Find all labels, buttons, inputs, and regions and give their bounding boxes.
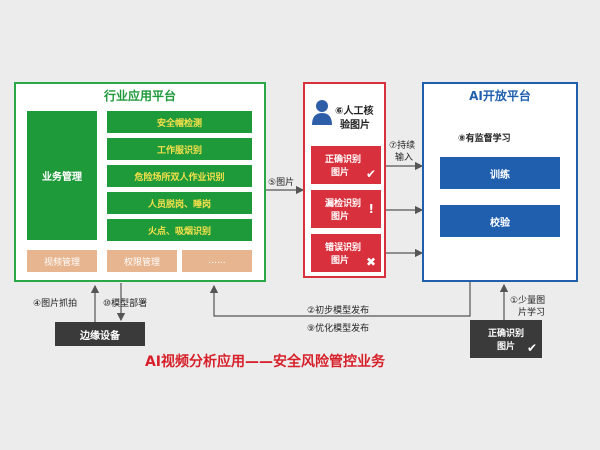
review-card-wrong: 错误识别 图片 ✖ (311, 234, 381, 272)
supervised-learning-label: ⑧有监督学习 (458, 134, 511, 144)
review-card-missed: 漏检识别 图片 ! (311, 190, 381, 228)
correct-images-box: 正确识别 图片 ✔ (470, 320, 542, 358)
review-card-correct: 正确识别 图片 ✔ (311, 146, 381, 184)
review-card-line1: 正确识别 (325, 155, 362, 165)
check-icon: ✔ (526, 341, 537, 355)
person-icon (311, 98, 333, 126)
verify-box: 校验 (440, 205, 560, 237)
step10-label: ⑩模型部署 (103, 299, 148, 309)
feature-item: 安全帽检测 (107, 111, 252, 133)
review-card-line2: 图片 (331, 256, 350, 266)
diagram-caption: AI视频分析应用——安全风险管控业务 (144, 354, 386, 370)
more-box: ...... (182, 250, 252, 272)
permission-mgmt-box: 权限管理 (107, 250, 177, 272)
step7-label-line2: 输入 (395, 153, 414, 163)
industry-platform-title: 行业应用平台 (103, 89, 176, 103)
check-icon: ✔ (365, 167, 376, 181)
feature-item: 工作服识别 (107, 138, 252, 160)
feature-item: 危险场所双人作业识别 (107, 165, 252, 187)
step9-label: ⑨优化模型发布 (307, 324, 370, 334)
review-card-line2: 图片 (331, 212, 350, 222)
exclamation-icon: ! (368, 202, 374, 216)
ai-platform-title: AI开放平台 (469, 89, 531, 103)
feature-item: 火点、吸烟识别 (107, 219, 252, 241)
review-card-line1: 漏检识别 (325, 199, 362, 209)
business-mgmt-box: 业务管理 (27, 111, 97, 240)
step7-label-line1: ⑦持续 (389, 141, 416, 151)
step2-label: ②初步模型发布 (307, 306, 370, 316)
feature-item: 人员脱岗、睡岗 (107, 192, 252, 214)
arrow-step2-9 (209, 282, 471, 317)
train-box: 训练 (440, 157, 560, 189)
review-card-line2: 图片 (331, 168, 350, 178)
video-mgmt-box: 视频管理 (27, 250, 97, 272)
review-title-line2: 验图片 (340, 120, 370, 131)
correct-images-line1: 正确识别 (487, 329, 524, 339)
review-title-line1: ⑥人工核 (335, 106, 374, 117)
cross-icon: ✖ (365, 255, 376, 269)
edge-device-box: 边缘设备 (55, 322, 145, 346)
correct-images-line2: 图片 (496, 342, 515, 352)
review-card-line1: 错误识别 (325, 243, 362, 253)
step1-label-line2: 片学习 (518, 308, 546, 318)
step4-label: ④图片抓拍 (33, 299, 78, 309)
step1-label-line1: ①少量图 (510, 296, 546, 306)
step5-label: ⑤图片 (268, 178, 295, 188)
